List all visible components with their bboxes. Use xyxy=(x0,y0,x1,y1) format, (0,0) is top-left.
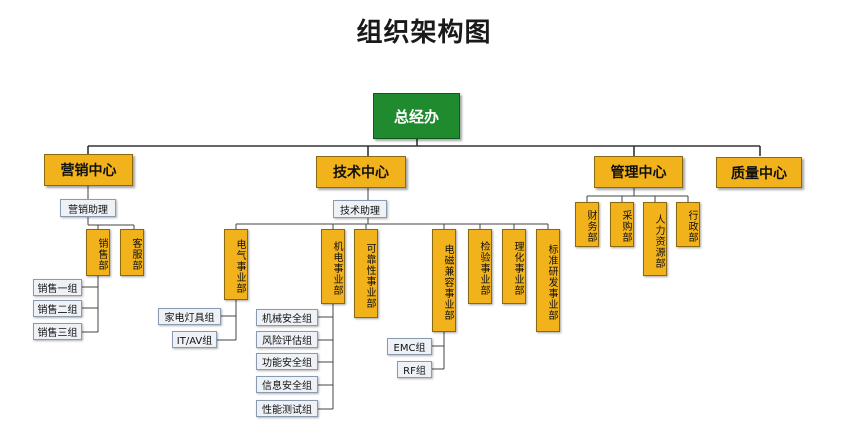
emc-dept-box: 电磁兼容事业部 xyxy=(432,229,456,332)
mech-group-1: 机械安全组 xyxy=(256,309,318,326)
electrical-group-2-label: IT/AV组 xyxy=(176,336,213,347)
electrical-group-2: IT/AV组 xyxy=(172,331,217,348)
quality-center-label: 质量中心 xyxy=(731,165,787,182)
sales-group-1-label: 销售一组 xyxy=(37,284,78,295)
service-dept-box: 客服部 xyxy=(120,229,144,276)
electrical-dept-label: 电气事业部 xyxy=(234,239,245,294)
mech-group-3: 功能安全组 xyxy=(256,353,318,370)
mechatronics-dept-label: 机电事业部 xyxy=(331,241,342,296)
electrical-group-1-label: 家电灯具组 xyxy=(164,313,215,324)
electrical-dept-box: 电气事业部 xyxy=(224,229,248,300)
inspection-dept-label: 检验事业部 xyxy=(478,241,489,296)
purchasing-dept-box: 采购部 xyxy=(610,202,634,247)
sales-group-2: 销售二组 xyxy=(33,300,82,317)
electrical-group-1: 家电灯具组 xyxy=(158,308,221,325)
purchasing-dept-label: 采购部 xyxy=(620,210,631,243)
hr-dept-box: 人力资源部 xyxy=(643,202,667,276)
emc-group-2-label: RF组 xyxy=(403,366,426,377)
mechatronics-dept-box: 机电事业部 xyxy=(321,229,345,304)
sales-assistant-label: 营销助理 xyxy=(68,204,108,216)
emc-group-2: RF组 xyxy=(397,361,432,378)
mgmt-center-label: 管理中心 xyxy=(610,165,667,181)
reliability-dept-box: 可靠性事业部 xyxy=(354,229,378,318)
sales-dept-box: 销售部 xyxy=(86,229,110,276)
reliability-dept-label: 可靠性事业部 xyxy=(364,242,375,309)
sales-dept-label: 销售部 xyxy=(96,238,107,271)
emc-group-1: EMC组 xyxy=(387,338,432,355)
mgmt-center-box: 管理中心 xyxy=(594,156,683,188)
mech-group-5: 性能测试组 xyxy=(256,400,318,417)
emc-dept-label: 电磁兼容事业部 xyxy=(442,244,453,321)
service-dept-label: 客服部 xyxy=(130,238,141,271)
mech-group-5-label: 性能测试组 xyxy=(262,405,312,416)
sales-center-box: 营销中心 xyxy=(44,154,133,186)
sales-group-3-label: 销售三组 xyxy=(37,328,78,339)
tech-assistant-box: 技术助理 xyxy=(333,200,387,218)
sales-group-1: 销售一组 xyxy=(33,279,82,296)
quality-center-box: 质量中心 xyxy=(716,157,802,188)
mech-group-2: 风险评估组 xyxy=(256,331,318,348)
ceo-box: 总经办 xyxy=(373,93,460,139)
finance-dept-box: 财务部 xyxy=(575,202,599,247)
admin-dept-label: 行政部 xyxy=(686,210,697,243)
sales-center-label: 营销中心 xyxy=(60,163,117,179)
physchem-dept-box: 理化事业部 xyxy=(502,229,526,304)
mech-group-4: 信息安全组 xyxy=(256,376,318,393)
ceo-label: 总经办 xyxy=(393,107,439,126)
chart-title: 组织架构图 xyxy=(356,18,492,48)
inspection-dept-box: 检验事业部 xyxy=(468,229,492,304)
tech-center-box: 技术中心 xyxy=(316,156,406,188)
mech-group-1-label: 机械安全组 xyxy=(262,314,312,325)
physchem-dept-label: 理化事业部 xyxy=(512,241,523,296)
emc-group-1-label: EMC组 xyxy=(393,343,426,354)
admin-dept-box: 行政部 xyxy=(676,202,700,247)
finance-dept-label: 财务部 xyxy=(585,210,596,243)
mech-group-3-label: 功能安全组 xyxy=(262,358,312,369)
sales-group-2-label: 销售二组 xyxy=(37,305,78,316)
standards-dept-label: 标准研发事业部 xyxy=(546,244,557,321)
standards-dept-box: 标准研发事业部 xyxy=(536,229,560,332)
sales-group-3: 销售三组 xyxy=(33,323,82,340)
mech-group-2-label: 风险评估组 xyxy=(262,336,312,347)
hr-dept-label: 人力资源部 xyxy=(653,213,664,269)
sales-assistant-box: 营销助理 xyxy=(60,199,116,217)
tech-center-label: 技术中心 xyxy=(333,165,389,181)
mech-group-4-label: 信息安全组 xyxy=(262,381,312,392)
tech-assistant-label: 技术助理 xyxy=(340,205,380,217)
